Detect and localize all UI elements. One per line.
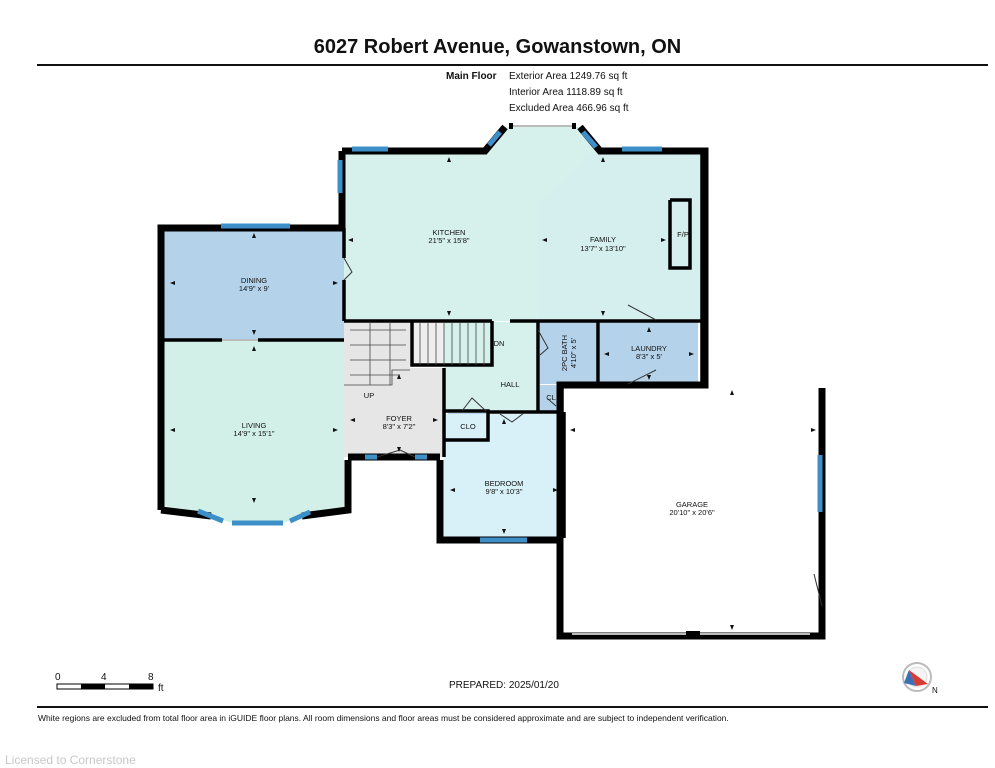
up-label: UP (364, 391, 374, 400)
dining-dims: 14'9" x 9' (239, 284, 270, 293)
foyer-dims: 8'3" x 7'2" (383, 422, 416, 431)
excluded-area: Excluded Area 466.96 sq ft (509, 103, 629, 114)
footer-divider (37, 706, 988, 708)
bedroom-fill (444, 414, 564, 538)
dining-name: DINING (241, 276, 267, 285)
interior-walls (164, 151, 704, 538)
bath-name: 2PC BATH (560, 335, 569, 371)
scale-unit: ft (158, 683, 164, 694)
family-dims: 13'7" x 13'10" (580, 244, 626, 253)
scale-tick-0: 0 (55, 672, 61, 683)
exterior-area: Exterior Area 1249.76 sq ft (509, 71, 628, 82)
disclaimer-note: White regions are excluded from total fl… (38, 713, 729, 723)
bedroom-dims: 9'8" x 10'3" (486, 487, 523, 496)
kitchen-name: KITCHEN (433, 228, 466, 237)
laundry-name: LAUNDRY (631, 344, 667, 353)
doors (343, 257, 823, 607)
openings (222, 125, 810, 635)
header-divider (37, 64, 988, 66)
living-fill (164, 340, 344, 523)
garage-name: GARAGE (676, 500, 708, 509)
page-title: 6027 Robert Avenue, Gowanstown, ON (313, 36, 682, 58)
prepared-date: PREPARED: 2025/01/20 (449, 680, 559, 691)
stairs (344, 322, 485, 386)
fireplace-label: F/P (677, 230, 689, 239)
dimension-arrows (170, 157, 816, 630)
dn-label: DN (494, 339, 505, 348)
bedroom-name: BEDROOM (485, 479, 524, 488)
living-name: LIVING (242, 421, 267, 430)
floor-label: Main Floor (446, 71, 497, 82)
bath-fill (540, 322, 598, 384)
clo-label: CLO (460, 422, 476, 431)
bath-dims: 4'10" x 5' (569, 337, 578, 368)
garage-door-post-2 (509, 123, 513, 129)
laundry-dims: 8'3" x 5' (636, 352, 663, 361)
garage-door-post-3 (572, 123, 576, 129)
family-name: FAMILY (590, 235, 616, 244)
kitchen-dims: 21'5" x 15'8" (428, 236, 469, 245)
compass-icon: N (902, 662, 938, 695)
interior-area: Interior Area 1118.89 sq ft (509, 87, 623, 98)
hall-name: HALL (501, 380, 520, 389)
family-fill (538, 155, 702, 320)
garage-dims: 20'10" x 20'6" (669, 508, 715, 517)
garage-door-post-1 (686, 631, 700, 639)
scale-tick-8: 8 (148, 672, 154, 683)
scale-bar: 0 4 8 ft (55, 672, 164, 694)
compass-label: N (932, 686, 938, 695)
windows (197, 130, 823, 543)
license-watermark: Licensed to Cornerstone (5, 753, 136, 767)
foyer-name: FOYER (386, 414, 412, 423)
dining-fill (164, 228, 344, 340)
scale-tick-4: 4 (101, 672, 107, 683)
cl-label: CL (546, 393, 556, 402)
living-dims: 14'9" x 15'1" (233, 429, 274, 438)
foyer-fill (344, 322, 444, 457)
